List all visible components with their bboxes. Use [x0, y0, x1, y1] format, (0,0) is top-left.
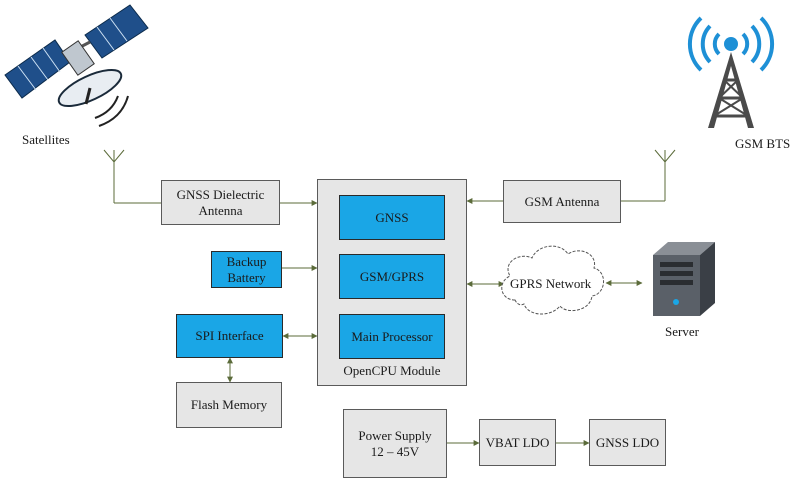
vbat-ldo-box: VBAT LDO: [479, 419, 556, 466]
server-label: Server: [665, 324, 699, 339]
antenna-icon: [621, 149, 676, 202]
gnss-antenna-box: GNSS Dielectric Antenna: [161, 180, 280, 225]
gsm-bts-label: GSM BTS: [735, 136, 791, 151]
power-supply-box: Power Supply 12 – 45V: [343, 409, 447, 478]
gnss-ldo-box: GNSS LDO: [589, 419, 666, 466]
cell-tower-icon: [687, 16, 775, 128]
backup-battery-box: Backup Battery: [211, 251, 282, 288]
gsm-gprs-box: GSM/GPRS: [339, 254, 445, 299]
server-icon: [653, 242, 715, 316]
antenna-icon: [103, 149, 161, 204]
main-processor-box: Main Processor: [339, 314, 445, 359]
gprs-network-label: GPRS Network: [510, 276, 592, 291]
gnss-box: GNSS: [339, 195, 445, 240]
cloud-icon: [501, 245, 604, 315]
spi-interface-box: SPI Interface: [176, 314, 283, 358]
satellite-icon: [4, 4, 149, 127]
flash-memory-box: Flash Memory: [176, 382, 282, 428]
satellites-label: Satellites: [22, 132, 70, 147]
gsm-antenna-box: GSM Antenna: [503, 180, 621, 223]
opencpu-module-label: OpenCPU Module: [343, 363, 441, 378]
